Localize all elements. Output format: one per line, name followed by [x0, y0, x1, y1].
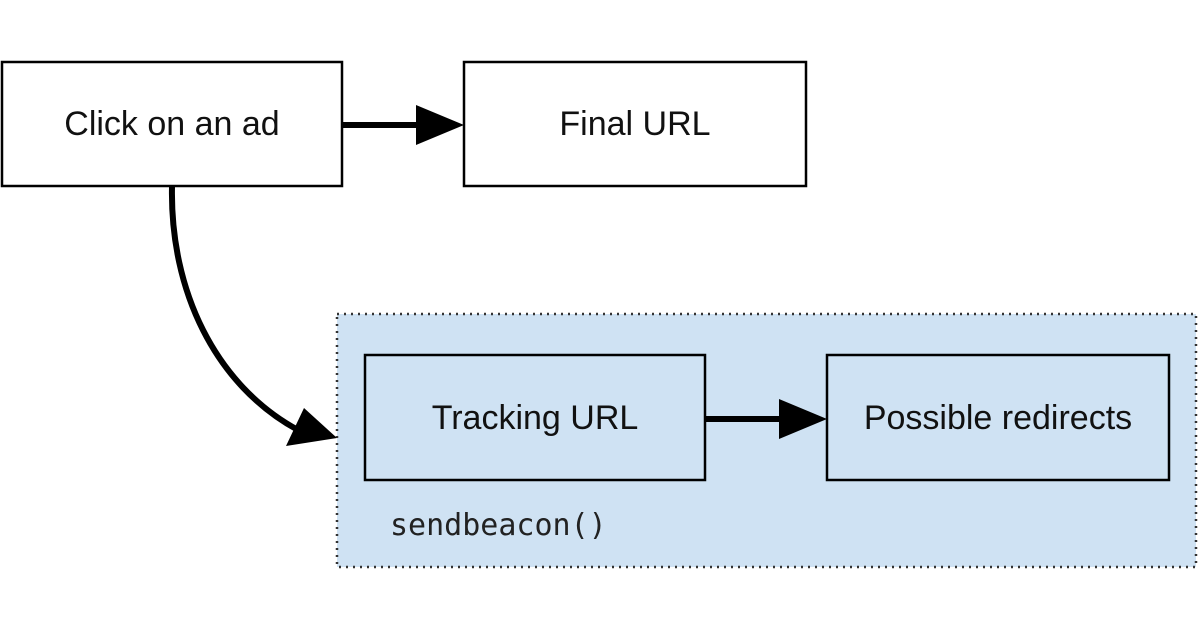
arrow-click-to-sendbeacon-head	[286, 408, 337, 446]
arrow-click-to-final	[342, 105, 464, 145]
sendbeacon-group-label: sendbeacon()	[390, 508, 607, 543]
click-on-ad-label: Click on an ad	[64, 105, 279, 143]
arrow-tracking-to-redirects	[705, 399, 827, 439]
tracking-url-label: Tracking URL	[432, 399, 639, 437]
tracking-url-box	[363, 353, 707, 482]
click-on-ad-box	[0, 60, 344, 188]
arrow-click-to-sendbeacon-curve	[168, 186, 300, 433]
possible-redirects-label: Possible redirects	[864, 399, 1132, 437]
possible-redirects-node: Possible redirects	[825, 353, 1171, 482]
possible-redirects-box	[825, 353, 1171, 482]
arrow-click-to-final-head	[416, 105, 464, 145]
tracking-url-node: Tracking URL	[363, 353, 707, 482]
final-url-label: Final URL	[559, 105, 710, 143]
click-on-ad-node: Click on an ad	[0, 60, 344, 188]
arrow-tracking-to-redirects-head	[779, 399, 827, 439]
final-url-box	[462, 60, 808, 188]
final-url-node: Final URL	[462, 60, 808, 188]
arrow-click-to-sendbeacon	[168, 186, 337, 446]
